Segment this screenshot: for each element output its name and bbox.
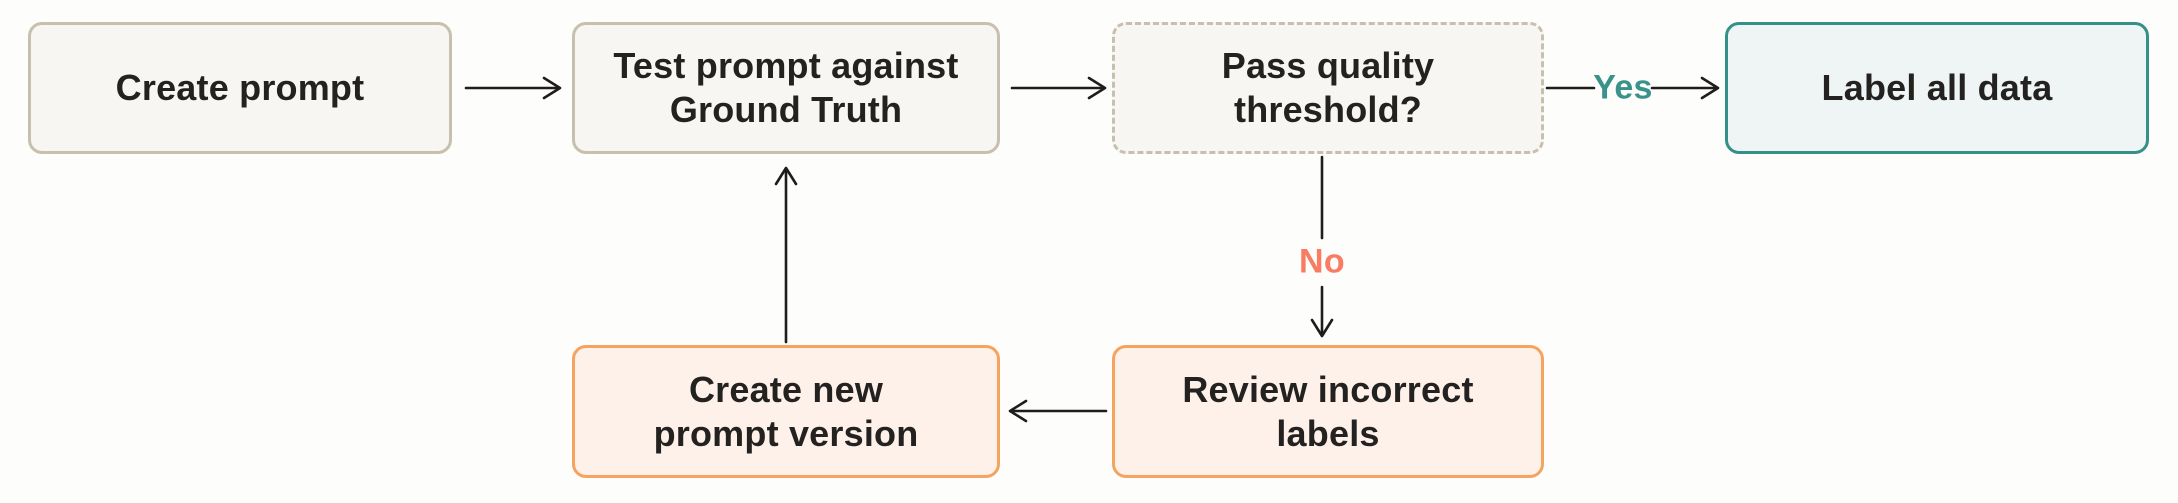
- arrowhead-up-icon: [774, 166, 798, 186]
- node-label-all-data: Label all data: [1725, 22, 2149, 154]
- node-label: Create prompt: [115, 67, 365, 109]
- node-test-prompt: Test prompt against Ground Truth: [572, 22, 1000, 154]
- node-quality-check: Pass quality threshold?: [1112, 22, 1544, 154]
- edge-newversion-to-test: [774, 166, 798, 344]
- edge-review-to-newversion: [1008, 399, 1108, 423]
- edge-label-yes: Yes: [1593, 68, 1653, 107]
- node-new-prompt-version: Create new prompt version: [572, 345, 1000, 478]
- arrowhead-down-icon: [1310, 318, 1334, 338]
- edge-create-to-test: [464, 76, 562, 100]
- node-label: Create new prompt version: [653, 368, 919, 454]
- edge-label-no: No: [1299, 242, 1345, 281]
- arrowhead-right-icon: [1700, 76, 1720, 100]
- node-label: Pass quality threshold?: [1221, 45, 1435, 130]
- node-label: Test prompt against Ground Truth: [613, 45, 959, 130]
- arrowhead-right-icon: [542, 76, 562, 100]
- node-label: Review incorrect labels: [1182, 368, 1474, 454]
- node-review-labels: Review incorrect labels: [1112, 345, 1544, 478]
- arrowhead-right-icon: [1087, 76, 1107, 100]
- arrowhead-left-icon: [1008, 399, 1028, 423]
- edge-test-to-quality: [1010, 76, 1107, 100]
- node-label: Label all data: [1821, 67, 2053, 109]
- node-create-prompt: Create prompt: [28, 22, 452, 154]
